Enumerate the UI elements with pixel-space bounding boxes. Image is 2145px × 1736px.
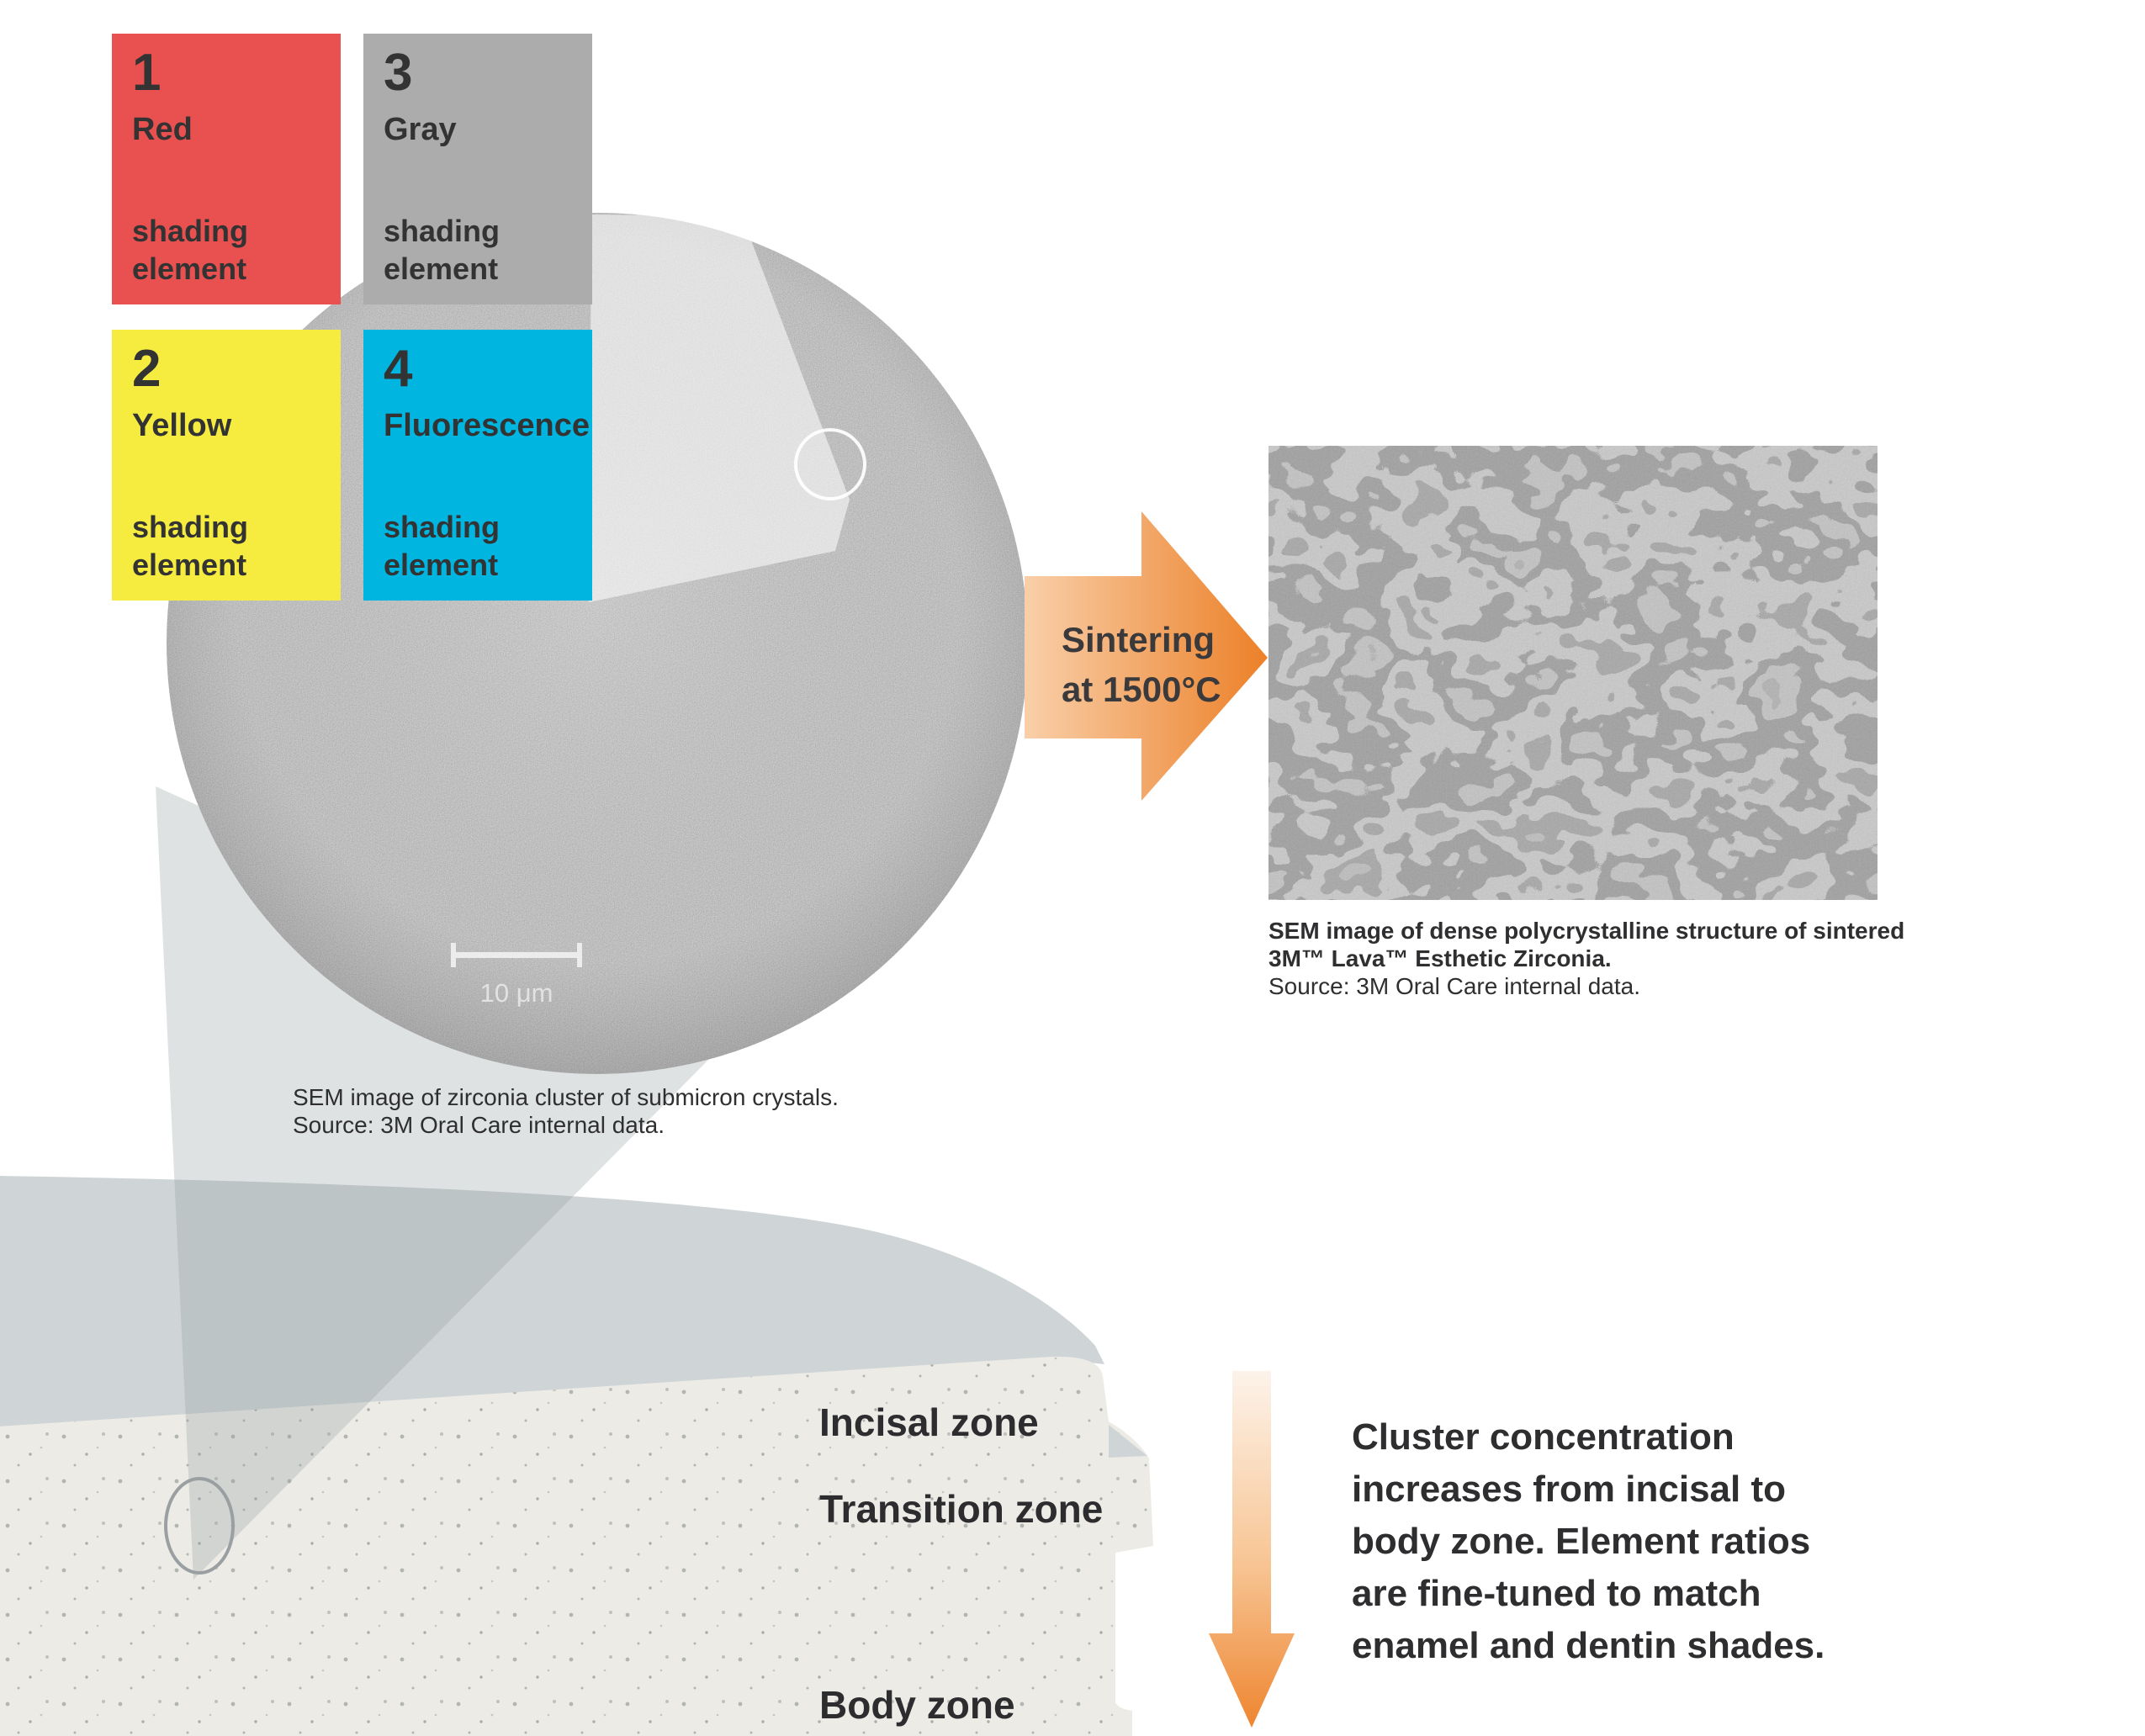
- sintering-label-line2: at 1500°C: [1062, 670, 1221, 709]
- sintered-caption-source: Source: 3M Oral Care internal data.: [1268, 973, 1640, 999]
- fine-noise-overlay: [1268, 446, 1878, 900]
- shading-element-name: Yellow: [132, 408, 232, 443]
- shading-element-number: 2: [132, 340, 162, 398]
- sintering-label-line1: Sintering: [1062, 620, 1216, 659]
- annotation-line: enamel and dentin shades.: [1352, 1625, 1825, 1666]
- zone-label-incisal: Incisal zone: [819, 1400, 1039, 1444]
- shading-element-number: 4: [384, 340, 413, 398]
- sintered-caption-line2: 3M™ Lava™ Esthetic Zirconia.: [1268, 945, 1612, 971]
- disc-surface-speckles: [0, 1356, 1153, 1736]
- disc-step-edge: [1109, 1425, 1147, 1458]
- sem-sample-spot-circle: [794, 428, 866, 500]
- shading-element-name: Fluorescence: [384, 408, 590, 443]
- sintering-arrow-icon: [1025, 511, 1268, 801]
- shading-element-card-yellow: 2 Yellow shading element: [112, 330, 341, 601]
- sintering-label: Sintering at 1500°C: [1062, 615, 1221, 714]
- zone-label-body: Body zone: [819, 1683, 1015, 1727]
- scale-bar-label: 10 μm: [480, 978, 553, 1008]
- shading-element-description: shading element: [384, 214, 500, 286]
- shading-element-description: shading element: [384, 510, 500, 582]
- sintered-sem-image: [1268, 446, 1878, 900]
- cluster-concentration-note: Cluster concentration increases from inc…: [1352, 1411, 1825, 1672]
- shading-element-name: Red: [132, 112, 193, 147]
- disc-sample-spot-circle: [164, 1477, 235, 1575]
- shading-element-card-red: 1 Red shading element: [112, 34, 341, 304]
- annotation-line: increases from incisal to: [1352, 1469, 1786, 1510]
- shading-element-number: 3: [384, 44, 413, 102]
- annotation-line: body zone. Element ratios: [1352, 1521, 1811, 1562]
- shading-element-card-fluorescence: 4 Fluorescence shading element: [363, 330, 592, 601]
- sintered-sem-caption: SEM image of dense polycrystalline struc…: [1268, 917, 1904, 1000]
- cluster-caption-line1: SEM image of zirconia cluster of submicr…: [293, 1084, 839, 1110]
- cluster-sem-caption: SEM image of zirconia cluster of submicr…: [293, 1083, 839, 1139]
- concentration-gradient-arrow-icon: [1209, 1371, 1295, 1728]
- annotation-line: are fine-tuned to match: [1352, 1573, 1761, 1614]
- shading-element-number: 1: [132, 44, 162, 102]
- shading-element-description: shading element: [132, 510, 249, 582]
- scale-bar: 10 μm: [451, 943, 582, 1008]
- sintered-caption-line1: SEM image of dense polycrystalline struc…: [1268, 918, 1905, 944]
- shading-element-name: Gray: [384, 112, 457, 147]
- shading-element-card-gray: 3 Gray shading element: [363, 34, 592, 304]
- zone-label-transition: Transition zone: [819, 1487, 1104, 1531]
- disc-edge-band: [0, 1176, 1104, 1426]
- cluster-caption-source: Source: 3M Oral Care internal data.: [293, 1112, 665, 1138]
- shading-blend-wedge: [589, 214, 850, 602]
- shading-element-description: shading element: [132, 214, 249, 286]
- annotation-line: Cluster concentration: [1352, 1416, 1735, 1458]
